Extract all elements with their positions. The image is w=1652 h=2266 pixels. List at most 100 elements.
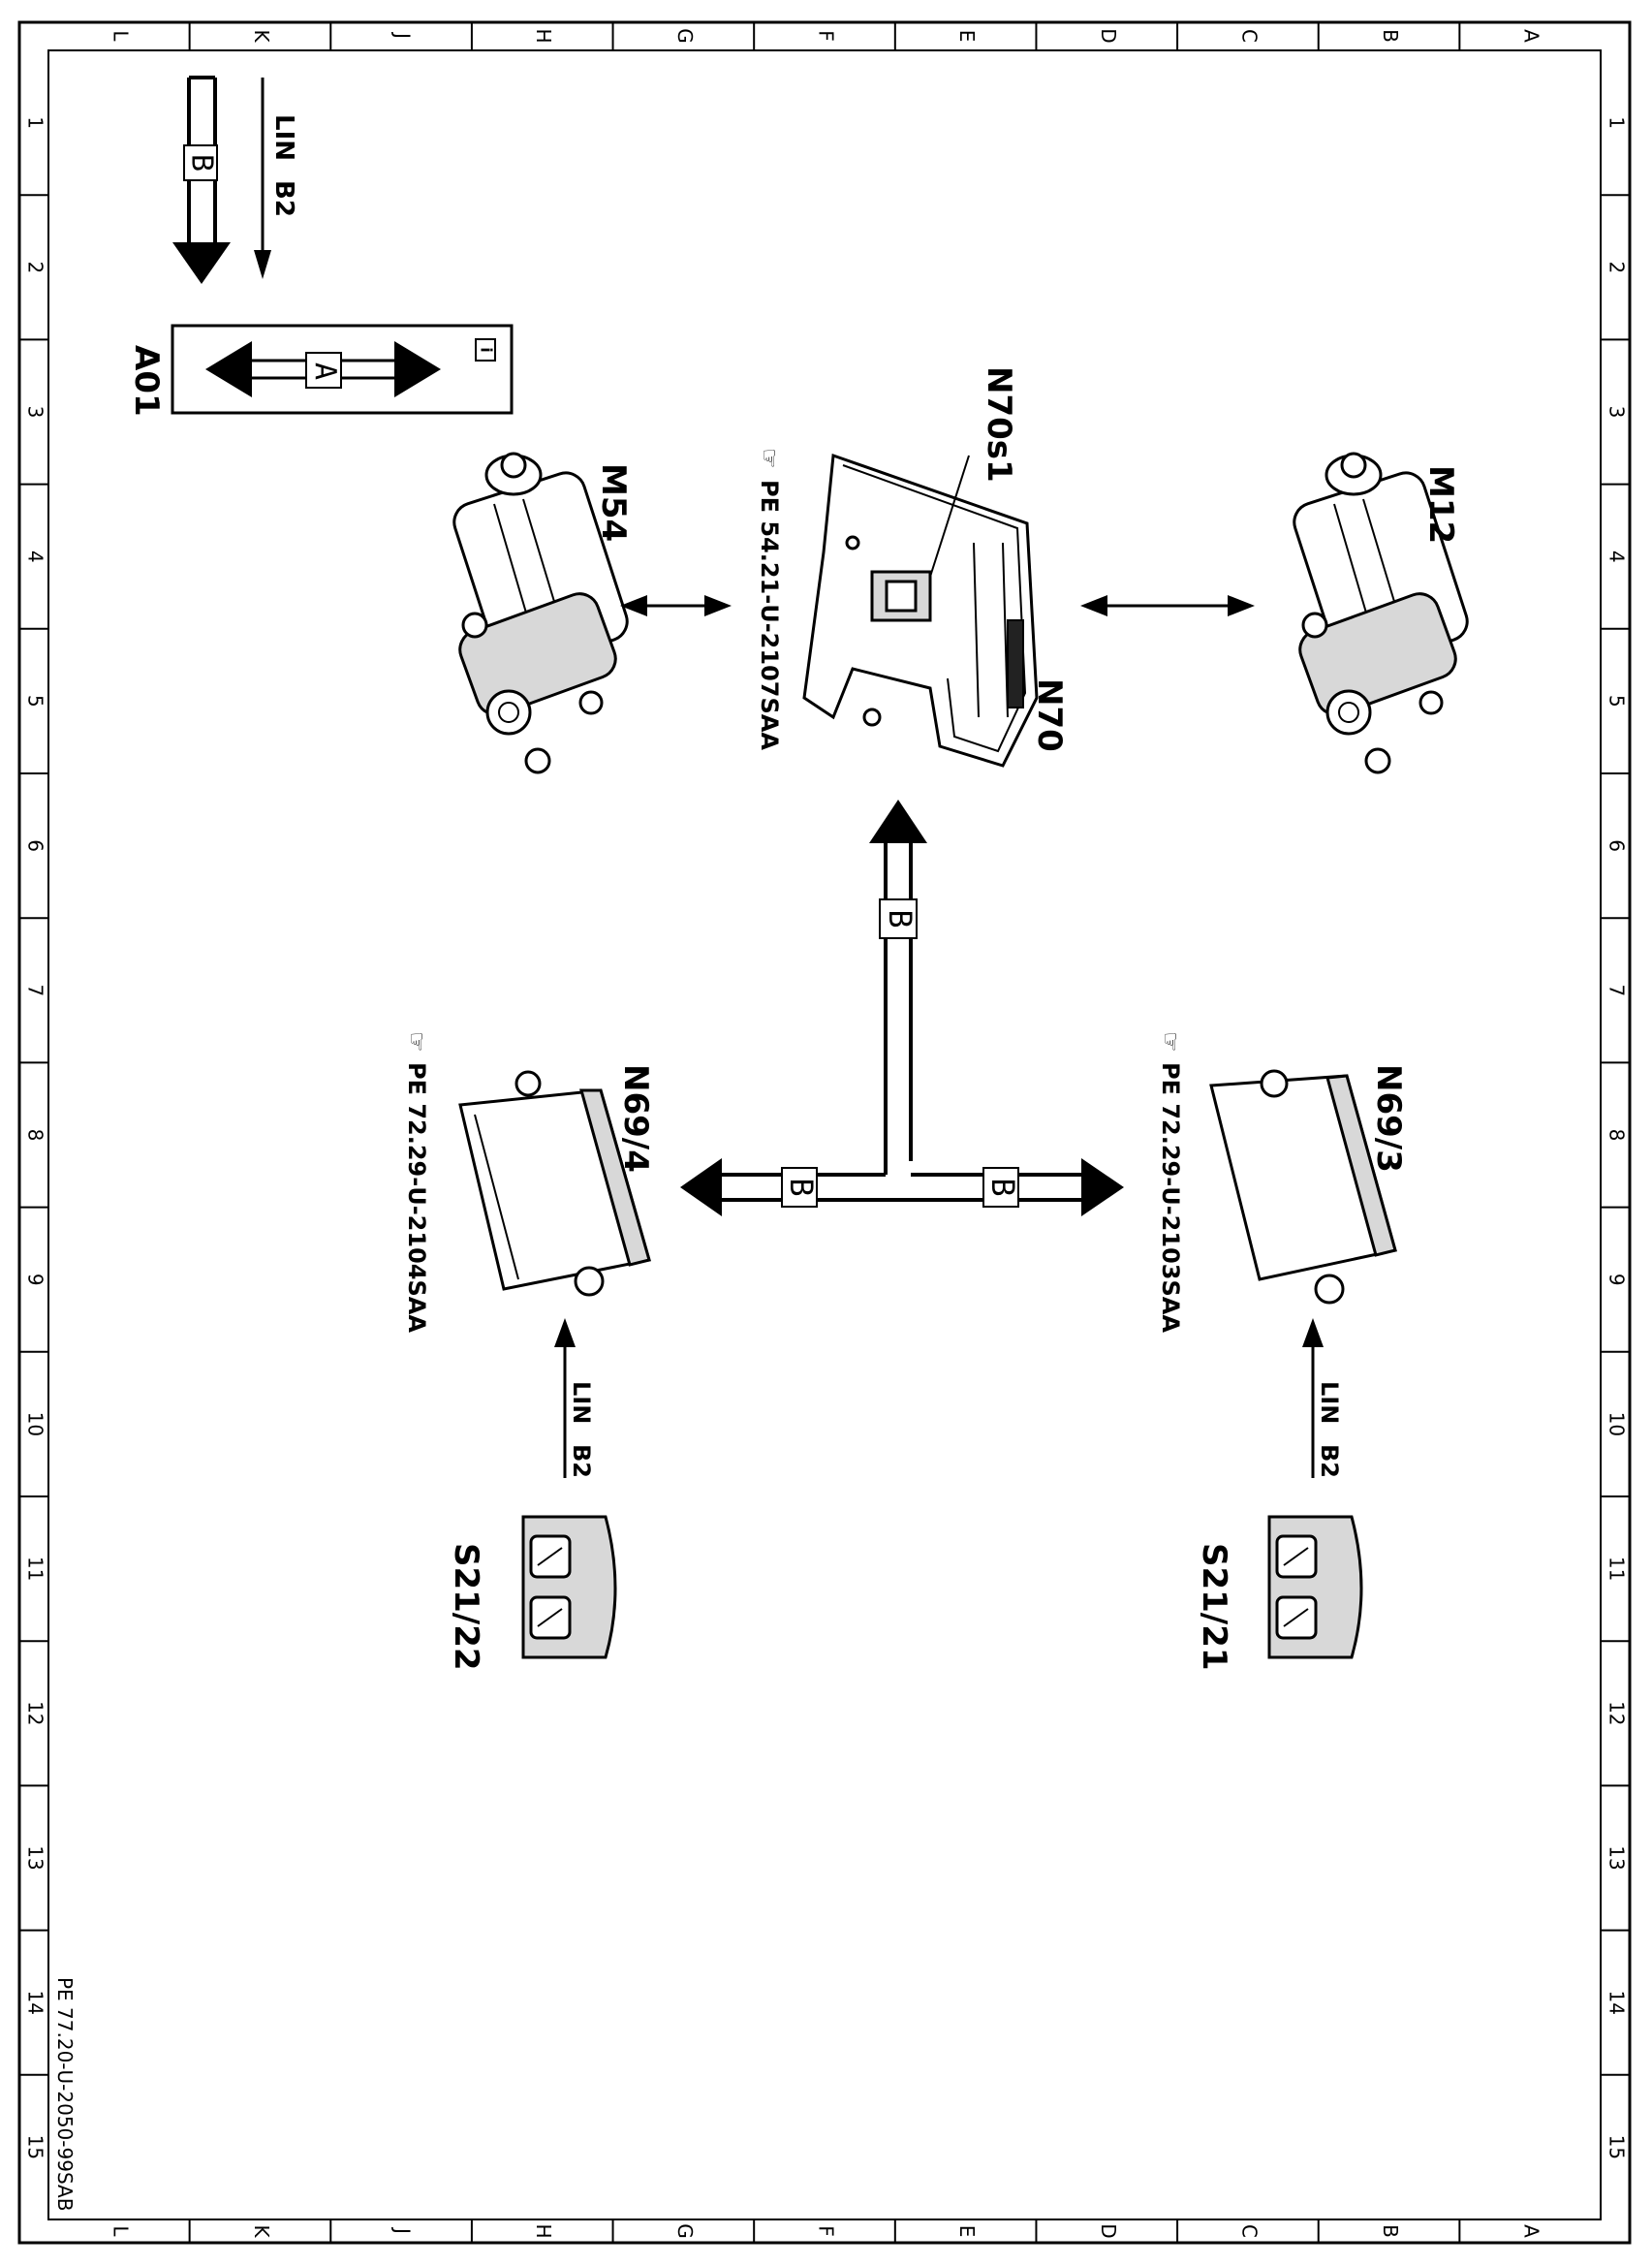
- column-label-bottom: E: [955, 2225, 979, 2238]
- bus-b-marker-box: [183, 144, 218, 181]
- n69-3-reference: PE 72.29-U-2103SAA: [1157, 1062, 1184, 1333]
- row-number-right: 9: [1605, 1274, 1629, 1286]
- s21-21-label: S21/21: [1195, 1543, 1233, 1671]
- lin-right-sub: B2: [1316, 1444, 1343, 1478]
- n69-3-label: N69/3: [1369, 1064, 1408, 1173]
- row-number-left: 1: [24, 116, 47, 129]
- row-number-left: 9: [24, 1274, 47, 1286]
- column-label-bottom: D: [1097, 2223, 1120, 2238]
- row-number-right: 4: [1605, 551, 1629, 563]
- column-label-bottom: F: [815, 2225, 838, 2237]
- bus-b-left-marker: B: [783, 1178, 820, 1196]
- m12-motor: M12: [1293, 452, 1469, 774]
- pointing-hand-icon: ☞: [1157, 1031, 1184, 1053]
- row-number-left: 15: [24, 2135, 47, 2159]
- column-label-top: H: [532, 28, 555, 43]
- lin-left-link: LIN B2: [554, 1318, 595, 1478]
- n70s1-label: N70s1: [980, 366, 1018, 483]
- column-label-bottom: G: [673, 2223, 697, 2239]
- row-number-left: 6: [24, 839, 47, 852]
- inner-frame: [47, 49, 1602, 2220]
- row-number-left: 13: [24, 1845, 47, 1870]
- lin-left-sub: B2: [568, 1444, 595, 1478]
- row-number-right: 8: [1605, 1129, 1629, 1142]
- s21-22-switch: S21/22: [447, 1515, 617, 1671]
- n70-m12-link: [1080, 595, 1255, 616]
- a01-marker: A: [308, 362, 342, 380]
- svg-text:i: i: [478, 347, 496, 352]
- lin-right-link: LIN B2: [1302, 1318, 1343, 1478]
- legend-lin-sub: B2: [269, 180, 298, 217]
- n69-4-label: N69/4: [616, 1064, 655, 1173]
- column-label-bottom: H: [532, 2223, 555, 2238]
- row-number-right: 15: [1605, 2135, 1629, 2159]
- s21-22-label: S21/22: [447, 1543, 485, 1671]
- row-number-right: 12: [1605, 1701, 1629, 1725]
- bus-b-trunk: B B B: [680, 800, 1124, 1216]
- m54-motor: M54: [452, 452, 633, 774]
- row-number-right: 2: [1605, 261, 1629, 273]
- row-number-left: 5: [24, 695, 47, 708]
- lin-left-label: LIN: [568, 1381, 595, 1424]
- column-label-top: F: [815, 30, 838, 42]
- row-number-right: 14: [1605, 1990, 1629, 2014]
- row-number-right: 1: [1605, 116, 1629, 129]
- m54-n70-link: [620, 595, 732, 616]
- row-number-left: 3: [24, 406, 47, 419]
- column-label-top: J: [391, 31, 415, 39]
- n69-3-module: N69/3 ☞ PE 72.29-U-2103SAA: [1157, 1031, 1408, 1333]
- column-label-bottom: C: [1237, 2224, 1261, 2238]
- n70-reference: PE 54.21-U-2107SAA: [756, 480, 783, 750]
- a01-legend-box: A i A01: [127, 324, 514, 417]
- column-label-top: C: [1237, 29, 1261, 43]
- info-icon: [475, 338, 496, 362]
- document-number: PE 77.20-U-2050-99SAB: [53, 1977, 77, 2211]
- bus-b-marker: B: [185, 154, 219, 172]
- outer-frame: [17, 20, 1632, 2245]
- s21-21-switch: S21/21: [1195, 1515, 1363, 1671]
- row-number-left: 11: [24, 1557, 47, 1581]
- row-number-right: 11: [1605, 1557, 1629, 1581]
- bus-b-center-marker: B: [882, 909, 919, 928]
- n69-4-module: N69/4 ☞ PE 72.29-U-2104SAA: [403, 1031, 655, 1333]
- row-number-left: 10: [24, 1412, 47, 1436]
- a01-label: A01: [127, 345, 166, 417]
- row-number-left: 4: [24, 551, 47, 563]
- row-number-right: 6: [1605, 839, 1629, 852]
- legend-lin-label: LIN: [269, 114, 298, 161]
- n70-control-panel: N70s1 N70 ☞ PE 54.21-U-2107SAA: [756, 366, 1069, 768]
- bus-b-legend: B LIN B2: [172, 76, 298, 284]
- column-label-top: G: [673, 28, 697, 44]
- row-number-right: 3: [1605, 406, 1629, 419]
- column-label-bottom: L: [109, 2225, 132, 2237]
- row-number-left: 8: [24, 1129, 47, 1142]
- column-label-top: B: [1379, 29, 1402, 43]
- row-number-right: 7: [1605, 984, 1629, 996]
- m54-label: M54: [594, 463, 633, 542]
- column-label-top: A: [1520, 29, 1543, 43]
- m12-label: M12: [1421, 465, 1460, 544]
- column-label-top: L: [109, 30, 132, 42]
- row-number-left: 14: [24, 1990, 47, 2014]
- row-number-left: 2: [24, 261, 47, 273]
- column-label-top: K: [250, 29, 273, 43]
- n70-label: N70: [1030, 678, 1069, 752]
- row-number-left: 7: [24, 984, 47, 996]
- column-label-top: E: [955, 30, 979, 43]
- column-label-bottom: A: [1520, 2224, 1543, 2238]
- row-number-right: 10: [1605, 1412, 1629, 1436]
- column-label-bottom: B: [1379, 2224, 1402, 2238]
- pointing-hand-icon: ☞: [403, 1031, 430, 1053]
- row-number-right: 5: [1605, 695, 1629, 708]
- pointing-hand-icon: ☞: [756, 448, 783, 469]
- column-label-bottom: K: [250, 2224, 273, 2238]
- lin-right-label: LIN: [1316, 1381, 1343, 1424]
- row-number-right: 13: [1605, 1845, 1629, 1870]
- bus-b-right-marker: B: [984, 1178, 1021, 1196]
- row-number-left: 12: [24, 1701, 47, 1725]
